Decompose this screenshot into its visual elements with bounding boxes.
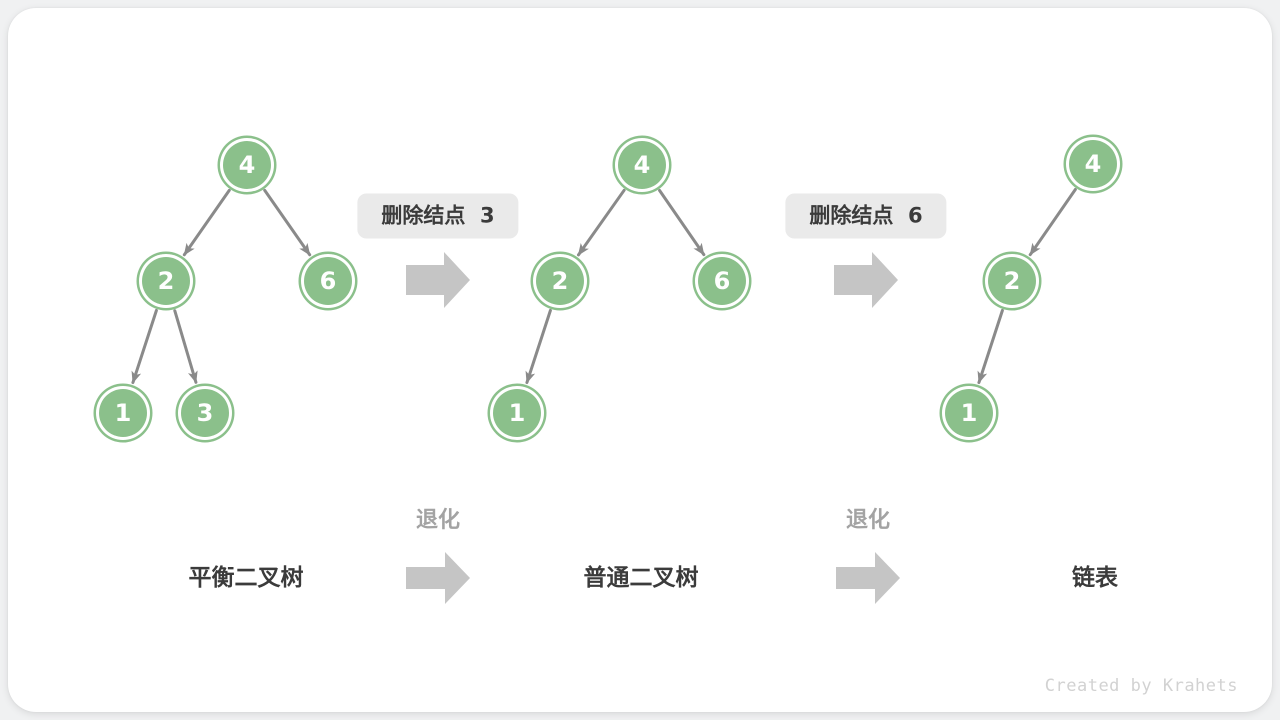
tree-edge-arrow bbox=[658, 189, 706, 257]
tree-edge-arrow bbox=[173, 309, 198, 384]
balanced-binary-tree-node-3: 3 bbox=[181, 389, 229, 437]
balanced-binary-tree-node-2: 2 bbox=[142, 257, 190, 305]
step-label-2: 删除结点 6 bbox=[785, 193, 947, 239]
stage-label-1: 平衡二叉树 bbox=[188, 565, 304, 591]
balanced-binary-tree-node-6: 6 bbox=[304, 257, 352, 305]
tree-edge-arrow bbox=[131, 308, 158, 385]
balanced-binary-tree-node-4: 4 bbox=[223, 141, 271, 189]
ordinary-binary-tree-node-4: 4 bbox=[618, 141, 666, 189]
diagram-card bbox=[8, 8, 1272, 712]
credit-text: Created by Krahets bbox=[1044, 676, 1238, 696]
tree-edge-arrow bbox=[977, 308, 1004, 385]
stage-label-3: 链表 bbox=[1072, 565, 1118, 591]
balanced-binary-tree-node-1: 1 bbox=[99, 389, 147, 437]
ordinary-binary-tree-node-2: 2 bbox=[536, 257, 584, 305]
ordinary-binary-tree-node-6: 6 bbox=[698, 257, 746, 305]
ordinary-binary-tree-node-1: 1 bbox=[493, 389, 541, 437]
tree-edge-arrow bbox=[1028, 187, 1077, 257]
linked-list-tree-node-1: 1 bbox=[945, 389, 993, 437]
linked-list-tree-node-4: 4 bbox=[1069, 140, 1117, 188]
tree-edge-arrow bbox=[576, 188, 626, 257]
degrade-label-1: 退化 bbox=[415, 508, 461, 533]
stage-label-2: 普通二叉树 bbox=[583, 565, 699, 591]
degrade-label-2: 退化 bbox=[845, 508, 891, 533]
tree-edge-arrow bbox=[263, 188, 312, 257]
tree-edge-arrow bbox=[525, 308, 552, 385]
step-label-1: 删除结点 3 bbox=[357, 193, 519, 239]
linked-list-tree-node-2: 2 bbox=[988, 257, 1036, 305]
tree-edge-arrow bbox=[182, 188, 231, 257]
